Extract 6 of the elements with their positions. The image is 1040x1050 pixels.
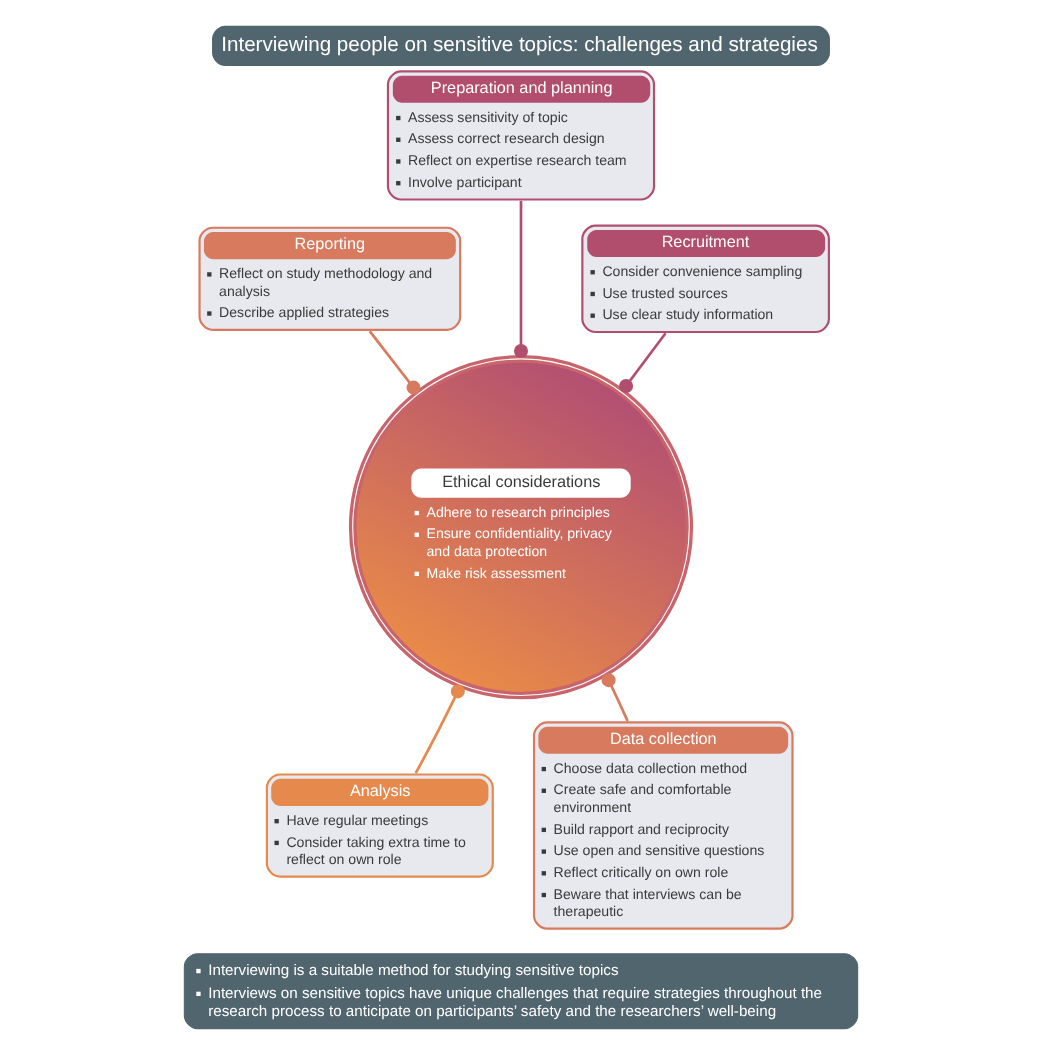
connector: [618, 332, 666, 393]
connector: [413, 684, 464, 774]
connector: [513, 200, 527, 358]
diagram-title: Interviewing people on sensitive topics: challenges and strategies: [220, 35, 817, 58]
connector: [367, 330, 420, 395]
connector: [600, 673, 628, 722]
